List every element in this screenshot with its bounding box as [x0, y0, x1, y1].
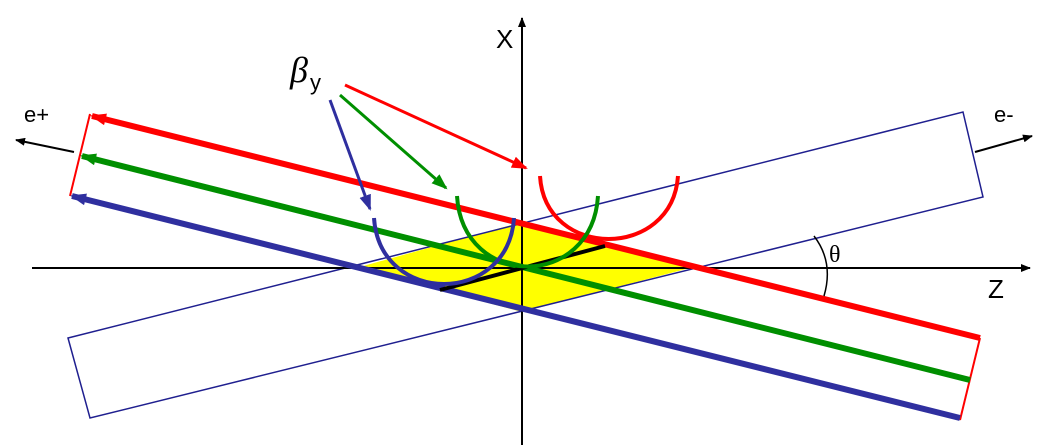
red-beam-line [90, 113, 981, 341]
e-minus-direction-arrow [974, 134, 1033, 153]
red-beta-pointer-arrow [344, 83, 528, 170]
z-axis-label: Z [988, 274, 1004, 304]
x-axis-label: X [496, 24, 513, 54]
e-minus-beam-outline [67, 111, 984, 419]
theta-label: θ [829, 242, 841, 268]
red-beta-curve [538, 175, 680, 241]
beta-y-label: βy [289, 50, 321, 95]
green-beta-pointer-arrow [339, 93, 448, 190]
green-beta-curve [455, 195, 600, 269]
blue-beam-line [70, 193, 961, 421]
blue-beta-pointer-arrow [328, 99, 372, 211]
e-plus-label: e+ [24, 102, 49, 127]
beta-subscript: y [310, 70, 321, 95]
e-plus-beam-left-cap [69, 113, 91, 197]
e-minus-label: e- [994, 102, 1014, 127]
theta-angle-arc [813, 235, 829, 297]
blue-beta-curve [372, 217, 516, 286]
beta-symbol: β [289, 50, 308, 90]
e-plus-direction-arrow [15, 137, 75, 153]
